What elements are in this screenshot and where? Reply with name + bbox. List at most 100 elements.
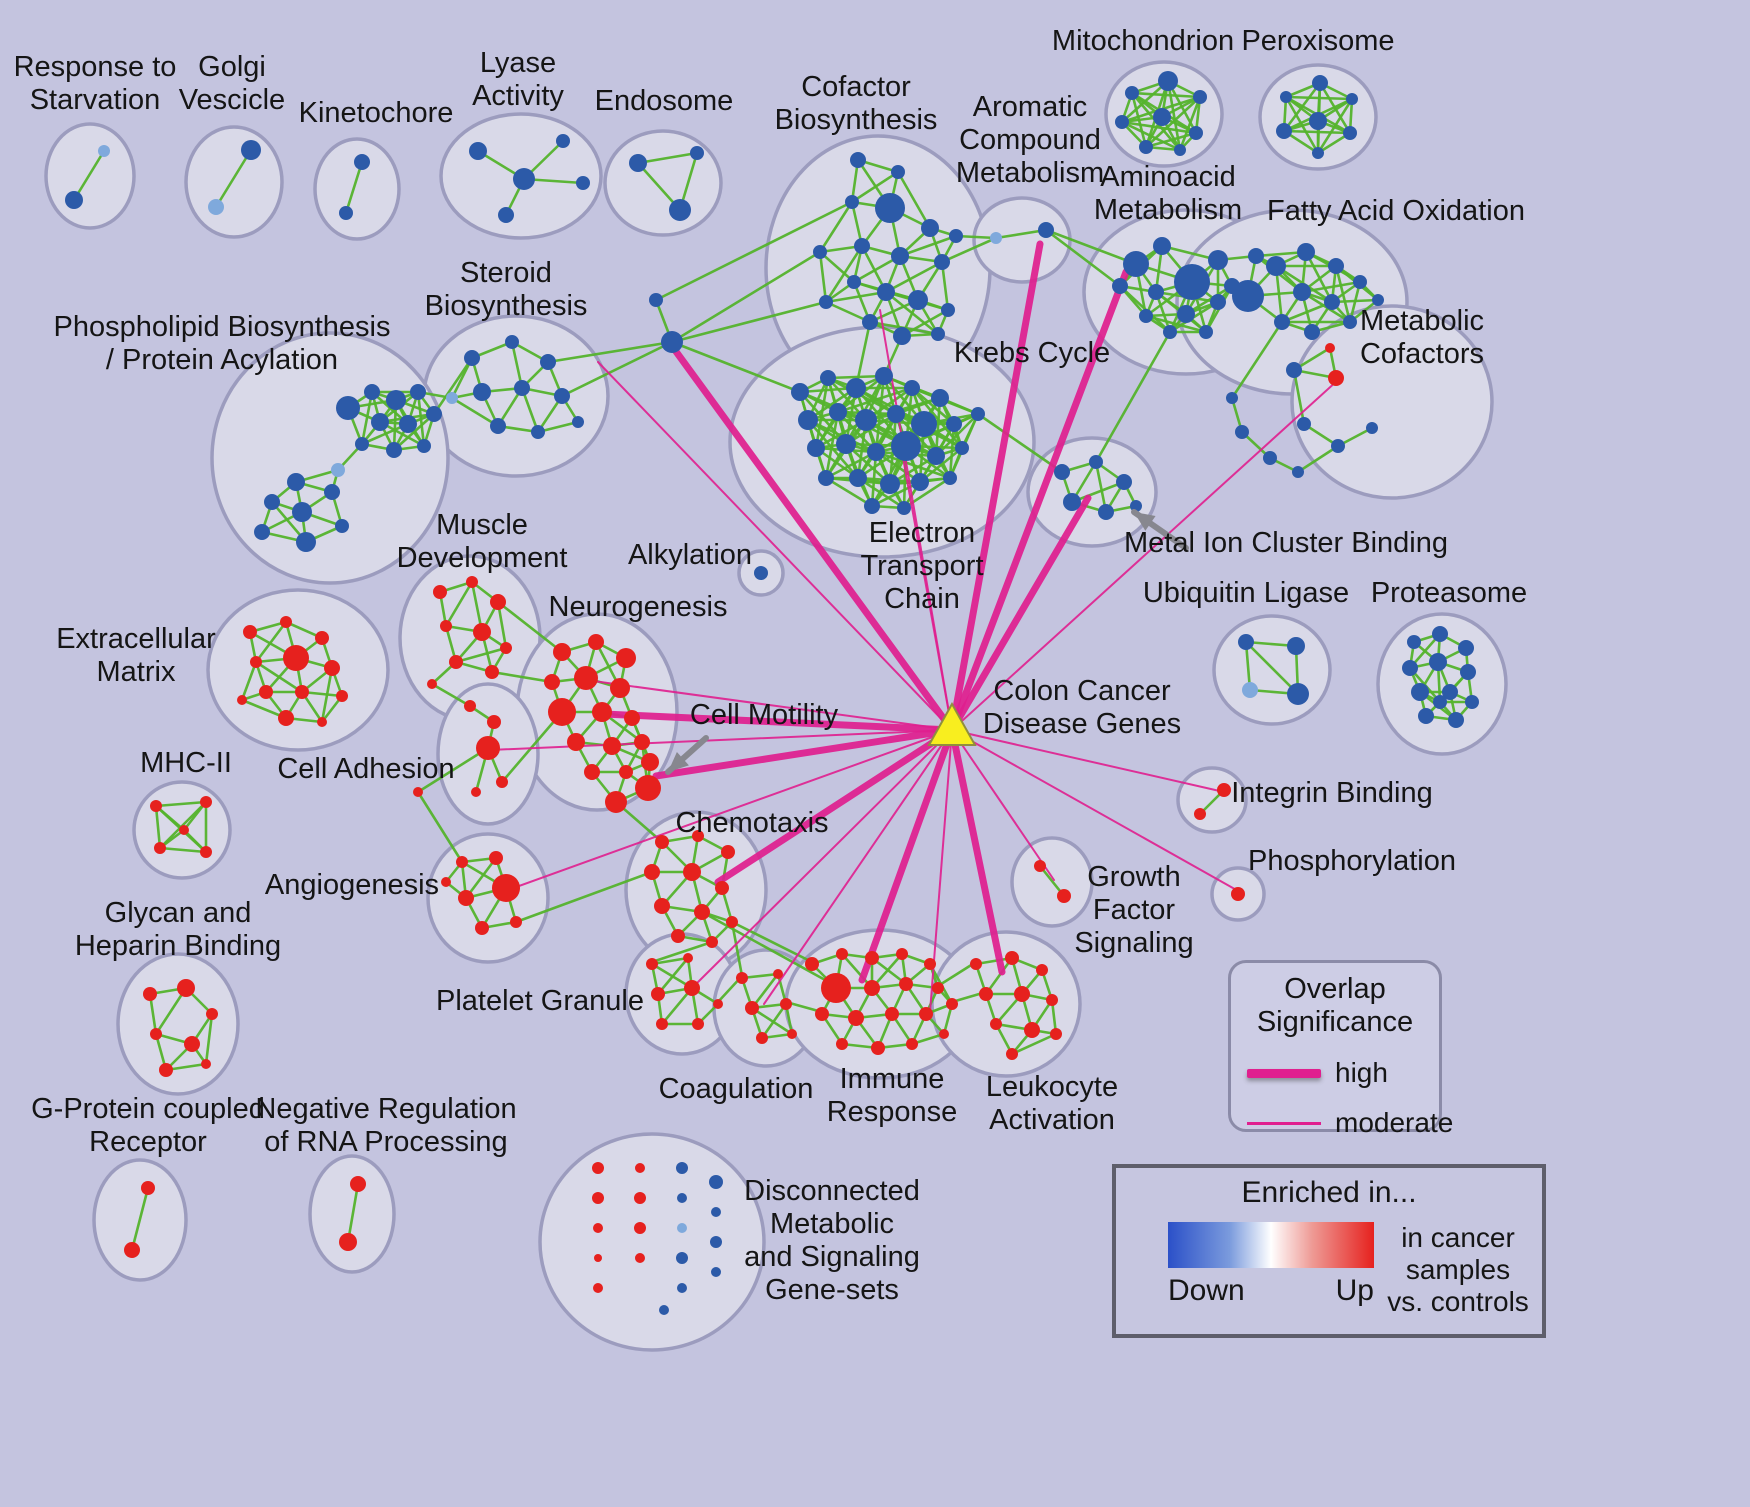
inter-cluster-edge (784, 1000, 824, 1014)
gene-set-node (200, 796, 212, 808)
gene-set-node (990, 1018, 1002, 1030)
gene-set-node (584, 764, 600, 780)
gene-set-edge (760, 1002, 788, 1040)
cluster-label-endosome: Endosome (595, 85, 734, 117)
enrichment-legend-title: Enriched in... (1241, 1176, 1417, 1209)
gene-set-node (634, 734, 650, 750)
gene-set-node (1276, 123, 1292, 139)
gene-set-edge (1304, 250, 1334, 304)
gene-set-node (726, 916, 738, 928)
gene-set-edge (1300, 280, 1362, 294)
gene-set-node (1189, 126, 1203, 140)
gene-set-node (854, 238, 870, 254)
gene-set-node (1050, 1028, 1062, 1040)
gene-set-node (386, 442, 402, 458)
gene-set-node (594, 1254, 602, 1262)
gene-set-node (287, 473, 305, 491)
gene-set-edge (898, 234, 958, 258)
inter-cluster-edge (700, 910, 838, 988)
gene-set-node (1343, 126, 1357, 140)
gene-set-edge (824, 300, 872, 324)
gene-set-node (292, 502, 312, 522)
gene-set-node (1366, 422, 1378, 434)
gene-set-node (805, 957, 819, 971)
gene-set-edge (1120, 120, 1198, 135)
gene-set-node (931, 389, 949, 407)
gene-set-edge (254, 620, 288, 664)
gene-set-node (505, 335, 519, 349)
gene-set-node (1407, 635, 1421, 649)
gene-set-node (677, 1193, 687, 1203)
gene-set-node (791, 383, 809, 401)
gene-set-node (1274, 314, 1290, 330)
gene-set-edge (824, 450, 878, 480)
gene-set-node (150, 1028, 162, 1040)
gene-set-node (278, 710, 294, 726)
gene-set-edge (896, 170, 932, 230)
gene-set-node (593, 1223, 603, 1233)
gene-set-node (159, 1063, 173, 1077)
gene-set-node (295, 685, 309, 699)
label-cell-motility: Cell Motility (690, 699, 839, 731)
inter-cluster-edge (432, 356, 474, 416)
moderate-significance-edge (901, 451, 953, 731)
cluster-label-ubiquitin-ligase: Ubiquitin Ligase (1143, 577, 1349, 609)
cluster-label-mitochondrion: Mitochondrion (1052, 25, 1234, 57)
gene-set-node (464, 350, 480, 366)
gene-set-node (433, 585, 447, 599)
gene-set-node (634, 1222, 646, 1234)
gene-set-node (1238, 634, 1254, 650)
gene-set-node (943, 471, 957, 485)
moderate-significance-edge (507, 729, 953, 891)
gene-set-node (1248, 248, 1264, 264)
cluster-label-integrin-binding: Integrin Binding (1231, 777, 1433, 809)
gene-set-node (150, 800, 162, 812)
gene-set-node (711, 1267, 721, 1277)
gene-set-node (1287, 683, 1309, 705)
gene-set-edge (1118, 284, 1172, 334)
gene-set-node (208, 199, 224, 215)
colon-cancer-hub-triangle (927, 701, 977, 746)
cluster-ellipse-endosome (603, 129, 723, 237)
gene-set-node (1331, 439, 1345, 453)
inter-cluster-edge (650, 940, 714, 964)
gene-set-node (1292, 466, 1304, 478)
gene-set-node (143, 987, 157, 1001)
gene-set-node (1063, 493, 1081, 511)
gene-set-node (1235, 425, 1249, 439)
gene-set-node (736, 972, 748, 984)
gene-set-node (644, 864, 660, 880)
cluster-label-platelet-granule: Platelet Granule (436, 985, 644, 1017)
gene-set-node (605, 791, 627, 813)
gene-set-node (955, 441, 969, 455)
gene-set-node (1312, 147, 1324, 159)
gene-set-node (836, 1038, 848, 1050)
gene-set-node (531, 425, 545, 439)
gene-set-node (475, 921, 489, 935)
gene-set-node (371, 413, 389, 431)
enrichment-scale-labels: Down Up (1168, 1274, 1374, 1308)
gene-set-node (927, 447, 945, 465)
cluster-label-mhc-ii: MHC-II (140, 747, 232, 779)
inter-cluster-edge (1296, 444, 1340, 474)
gene-set-node (651, 987, 665, 1001)
gene-set-node (1297, 243, 1315, 261)
gene-set-node (1054, 464, 1070, 480)
gene-set-node (469, 142, 487, 160)
gene-set-node (592, 1192, 604, 1204)
gene-set-node (1115, 115, 1129, 129)
gene-set-edge (360, 390, 374, 446)
gene-set-node (787, 1029, 797, 1039)
gene-set-edge (154, 804, 186, 832)
gene-set-node (979, 987, 993, 1001)
gene-set-node (317, 717, 327, 727)
gene-set-node (865, 951, 879, 965)
gene-set-node (296, 532, 316, 552)
gene-set-node (1433, 695, 1447, 709)
